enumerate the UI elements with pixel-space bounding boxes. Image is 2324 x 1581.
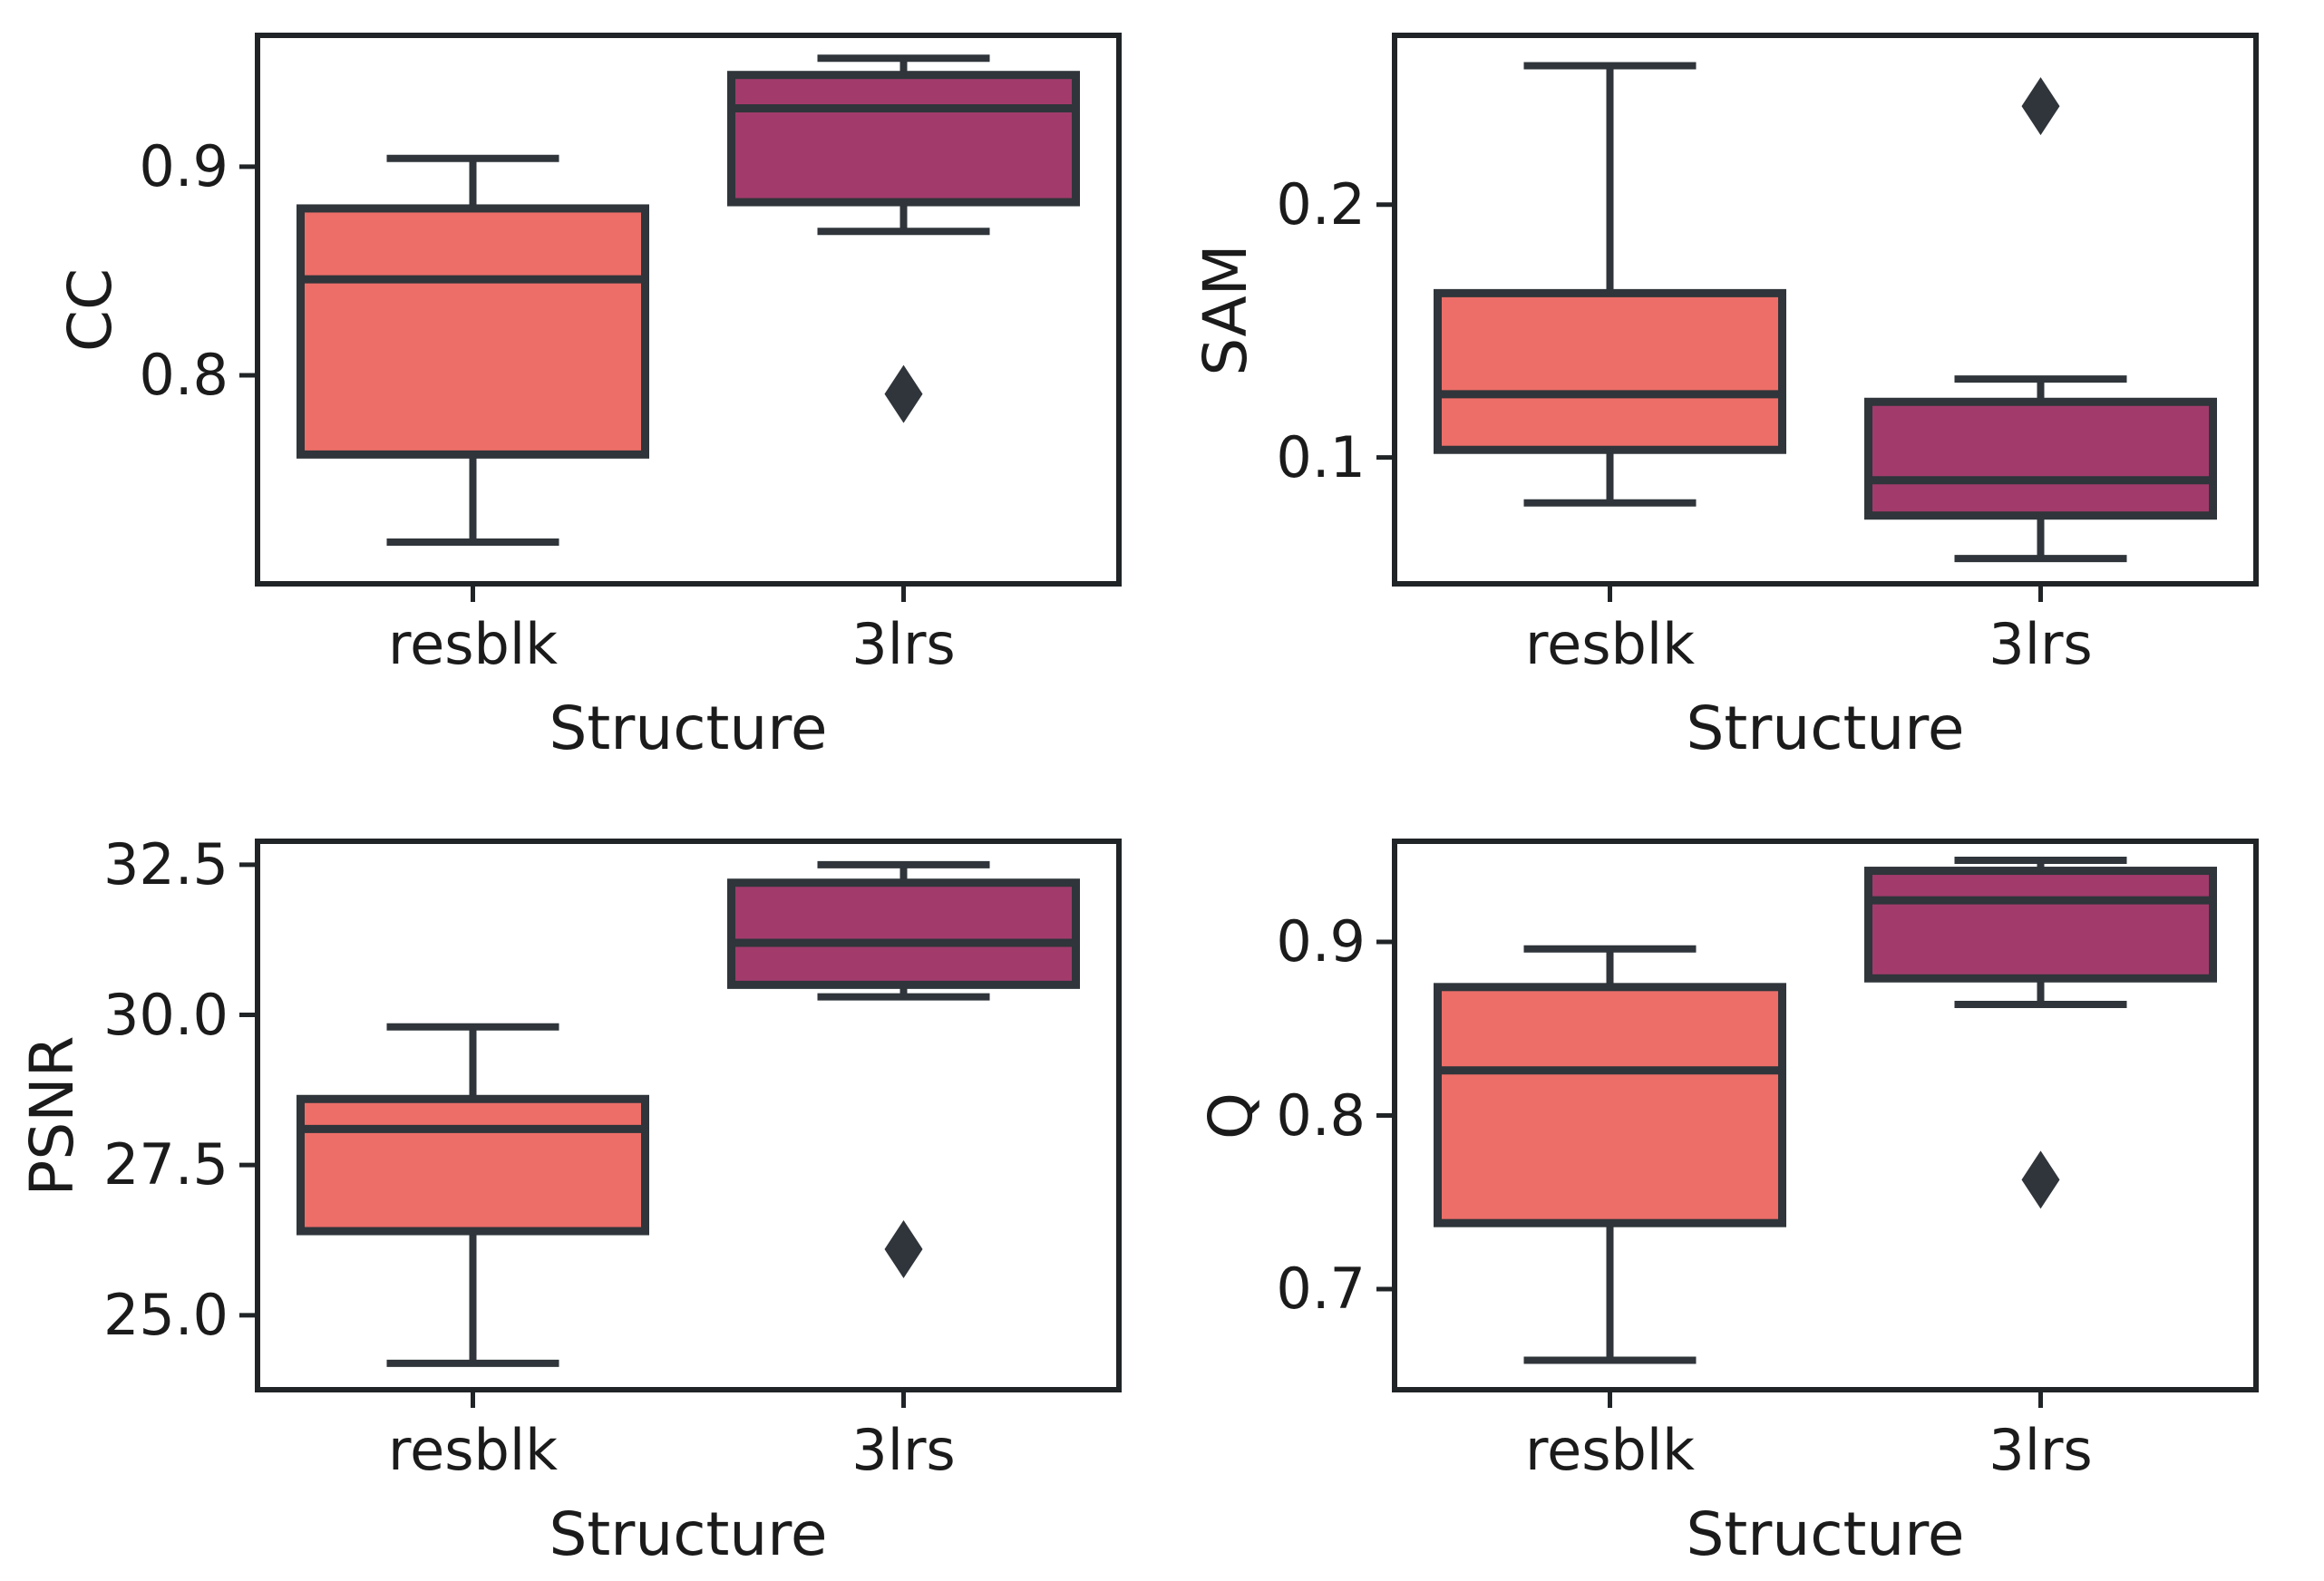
cc-category-label-resblk: resblk [387, 611, 559, 677]
psnr-x-axis-label: Structure [549, 1499, 828, 1569]
cc-x-axis-label: Structure [549, 694, 828, 763]
psnr-category-label-3lrs: 3lrs [851, 1417, 956, 1483]
q-x-axis-label: Structure [1686, 1499, 1965, 1569]
sam-y-tick-label: 0.1 [1276, 423, 1366, 490]
q-y-tick-label: 0.8 [1276, 1081, 1366, 1149]
psnr-y-tick-label: 30.0 [102, 981, 229, 1048]
q-category-label-resblk: resblk [1524, 1417, 1696, 1483]
q-category-label-3lrs: 3lrs [1989, 1417, 2093, 1483]
psnr-y-tick-label: 25.0 [102, 1281, 229, 1348]
q-y-tick-label: 0.9 [1276, 908, 1366, 975]
sam-category-label-3lrs: 3lrs [1989, 611, 2093, 677]
q-y-tick-label: 0.7 [1276, 1255, 1366, 1322]
sam-x-axis-label: Structure [1686, 694, 1965, 763]
q-y-axis-label: Q [1196, 1091, 1266, 1140]
cc-y-tick-label: 0.8 [139, 341, 229, 408]
sam-category-label-resblk: resblk [1524, 611, 1696, 677]
cc-y-tick-label: 0.9 [139, 132, 229, 199]
psnr-y-tick-label: 27.5 [102, 1131, 229, 1198]
psnr-y-tick-label: 32.5 [102, 830, 229, 897]
sam-y-tick-label: 0.2 [1276, 170, 1366, 238]
cc-category-label-3lrs: 3lrs [851, 611, 956, 677]
psnr-category-label-resblk: resblk [387, 1417, 559, 1483]
